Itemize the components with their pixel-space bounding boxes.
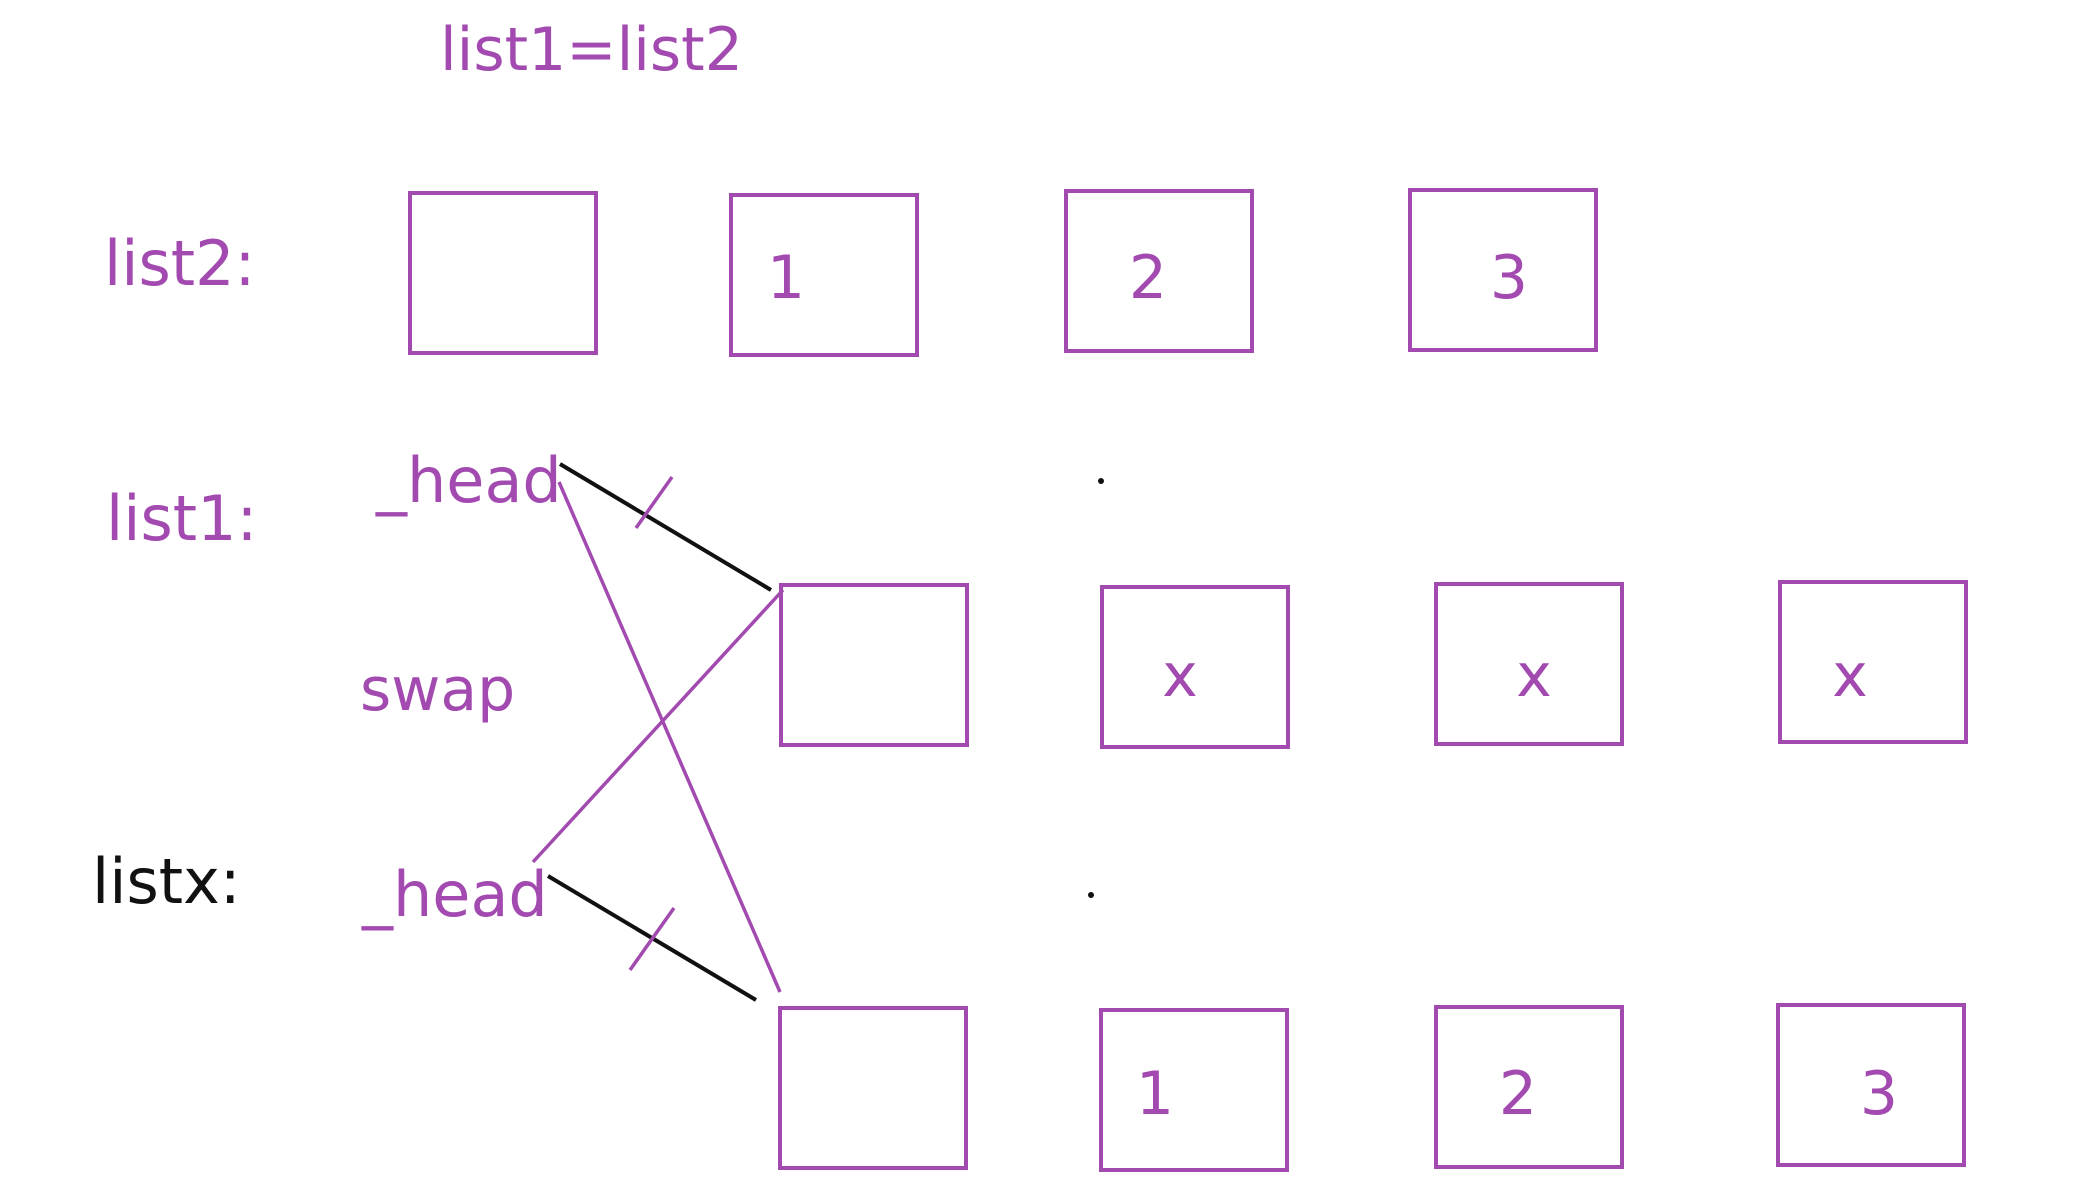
list2-nodes: 1 2 3 — [408, 188, 1598, 357]
list1-nodes: x x x — [779, 580, 1968, 749]
list1-old-head-pointer — [558, 462, 773, 592]
listx-new-head-pointer — [531, 588, 785, 864]
list2-node-sentinel — [408, 191, 598, 355]
listx-node: 3 — [1776, 1003, 1966, 1167]
list1-node-value: x — [1516, 641, 1552, 711]
row-label-list2: list2: — [104, 227, 255, 300]
stray-mark — [1088, 892, 1094, 898]
row-label-listx: listx: — [92, 845, 241, 918]
list1-node-value: x — [1832, 641, 1868, 711]
list1-old-pointer-strike — [634, 475, 674, 530]
diagram-title: list1=list2 — [440, 15, 743, 85]
row-label-list1: list1: — [106, 482, 257, 555]
list2-node-value: 2 — [1129, 243, 1167, 313]
list2-node: 1 — [729, 193, 919, 357]
list1-node-value: x — [1162, 641, 1198, 711]
listx-node-value: 3 — [1860, 1059, 1898, 1129]
list2-node-value: 1 — [767, 243, 805, 313]
list1-new-head-pointer — [557, 481, 782, 993]
listx-node: 2 — [1434, 1005, 1624, 1169]
listx-node-value: 1 — [1136, 1059, 1174, 1129]
stray-mark — [1098, 478, 1104, 484]
listx-nodes: 1 2 3 — [778, 1003, 1966, 1172]
list1-node: x — [1434, 582, 1624, 746]
listx-head-label: _head — [361, 858, 548, 931]
list2-node: 3 — [1408, 188, 1598, 352]
list2-node-value: 3 — [1490, 243, 1528, 313]
list1-head-label: _head — [375, 444, 562, 517]
listx-node: 1 — [1099, 1008, 1289, 1172]
list1-node: x — [1100, 585, 1290, 749]
listx-node-value: 2 — [1499, 1059, 1537, 1129]
list1-node-sentinel — [779, 583, 969, 747]
listx-node-sentinel — [778, 1006, 968, 1170]
list2-node: 2 — [1064, 189, 1254, 353]
list1-node: x — [1778, 580, 1968, 744]
listx-old-pointer-strike — [628, 906, 676, 972]
swap-label: swap — [360, 655, 515, 725]
